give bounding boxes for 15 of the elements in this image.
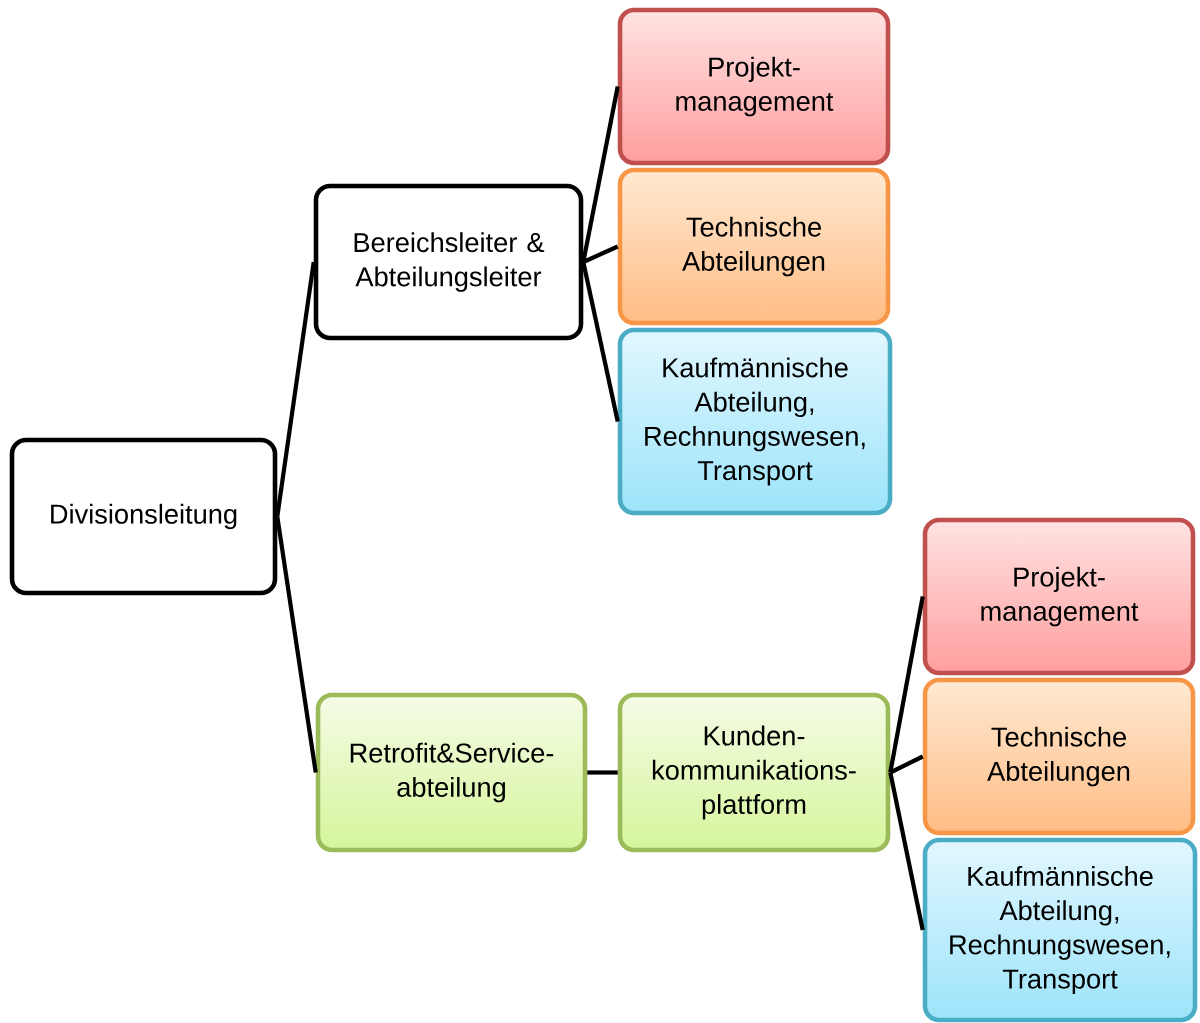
connector-line: [275, 516, 318, 773]
org-box: Kaufmännische Abteilung, Rechnungswesen, Transport: [922, 837, 1198, 1023]
connector-line: [889, 754, 924, 775]
org-box: Projekt- management: [922, 517, 1196, 676]
org-box: Retrofit&Service- abteilung: [315, 692, 588, 853]
org-box: Projekt- management: [617, 7, 891, 166]
org-box: Divisionsleitung: [9, 437, 278, 596]
org-box: Kaufmännische Abteilung, Rechnungswesen, Transport: [617, 327, 893, 516]
connector-line: [587, 770, 618, 775]
org-box: Bereichsleiter & Abteilungsleiter: [313, 183, 584, 341]
connector-line: [275, 261, 316, 517]
org-box: Technische Abteilungen: [617, 167, 891, 326]
org-box: Technische Abteilungen: [922, 677, 1196, 836]
connector-line: [582, 244, 619, 264]
org-box: Kunden- kommunikations- plattform: [617, 692, 891, 853]
